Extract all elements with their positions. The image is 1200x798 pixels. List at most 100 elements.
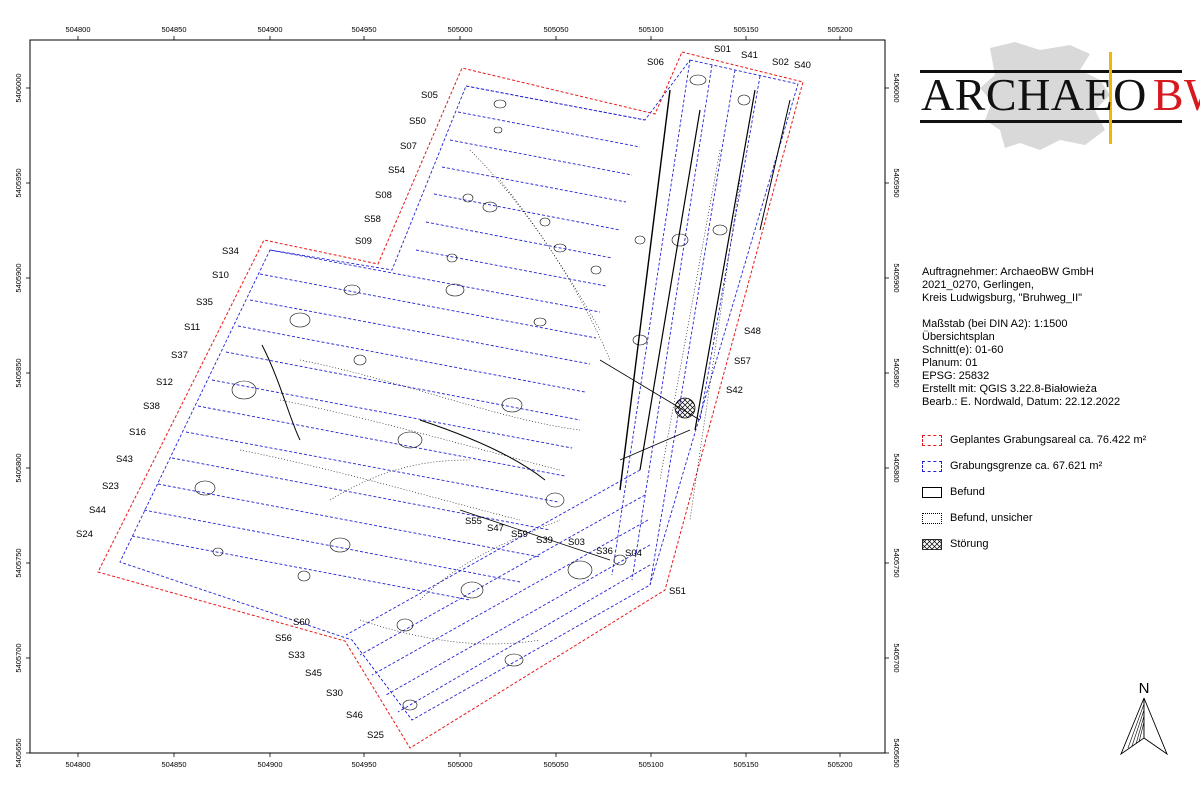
features-layer	[194, 74, 791, 711]
y-tick-left: 5405850	[14, 358, 23, 387]
x-tick-top: 504850	[161, 25, 186, 34]
info-software: Erstellt mit: QGIS 3.22.8-Białowieża	[922, 383, 1097, 395]
section-label: S46	[346, 710, 363, 721]
section-label: S51	[669, 586, 686, 597]
x-tick-bottom: 505100	[638, 760, 663, 769]
logo-rule-top	[920, 70, 1182, 73]
legend-item: Grabungsgrenze ca. 67.621 m²	[922, 458, 1102, 474]
info-sections: Schnitt(e): 01-60	[922, 344, 1004, 356]
section-label: S02	[772, 57, 789, 68]
north-arrow-icon: N	[1120, 680, 1168, 755]
x-tick-bottom: 505200	[827, 760, 852, 769]
section-label: S30	[326, 688, 343, 699]
planned-excavation-area	[97, 51, 804, 749]
section-label: S45	[305, 668, 322, 679]
x-tick-bottom: 505050	[543, 760, 568, 769]
section-label: S47	[487, 523, 504, 534]
y-tick-right: 5405700	[892, 643, 901, 672]
section-label: S23	[102, 481, 119, 492]
legend-label: Befund, unsicher	[950, 512, 1033, 524]
section-label: S25	[367, 730, 384, 741]
logo-divider	[1109, 52, 1112, 144]
info-contractor: Auftragnehmer: ArchaeoBW GmbH	[922, 266, 1094, 278]
section-label: S57	[734, 356, 751, 367]
section-label: S44	[89, 505, 106, 516]
section-label: S60	[293, 617, 310, 628]
section-label: S56	[275, 633, 292, 644]
y-tick-right: 5405900	[892, 263, 901, 292]
section-label: S35	[196, 297, 213, 308]
legend-item: Befund	[922, 484, 985, 500]
legend-item: Befund, unsicher	[922, 510, 1033, 526]
section-label: S43	[116, 454, 133, 465]
info-plan-type: Übersichtsplan	[922, 331, 995, 343]
section-label: S55	[465, 516, 482, 527]
section-label: S24	[76, 529, 93, 540]
section-label: S37	[171, 350, 188, 361]
y-tick-right: 5405750	[892, 548, 901, 577]
x-tick-top: 504950	[351, 25, 376, 34]
section-label: S59	[511, 529, 528, 540]
section-label: S07	[400, 141, 417, 152]
section-label: S04	[625, 548, 642, 559]
logo-text-archaeo: ARCHAEO	[921, 69, 1147, 120]
section-label: S11	[184, 322, 200, 333]
section-label: S36	[596, 546, 613, 557]
excavation-boundary	[119, 59, 799, 721]
legend-label: Befund	[950, 486, 985, 498]
x-tick-bottom: 504900	[257, 760, 282, 769]
legend-item: Störung	[922, 536, 989, 552]
x-tick-top: 505100	[638, 25, 663, 34]
section-label: S12	[156, 377, 173, 388]
section-label: S41	[741, 50, 758, 61]
info-project-id: 2021_0270, Gerlingen,	[922, 279, 1034, 291]
legend-symbol-disturbance	[922, 538, 942, 550]
info-district: Kreis Ludwigsburg, "Bruhweg_II"	[922, 292, 1083, 304]
section-label: S48	[744, 326, 761, 337]
section-label: S38	[143, 401, 160, 412]
logo-rule-bottom	[920, 120, 1182, 123]
x-tick-top: 504900	[257, 25, 282, 34]
x-tick-bottom: 504850	[161, 760, 186, 769]
y-tick-left: 5406000	[14, 73, 23, 102]
legend-symbol-boundary	[922, 460, 942, 472]
y-tick-left: 5405700	[14, 643, 23, 672]
x-tick-top: 505000	[447, 25, 472, 34]
section-label: S08	[375, 190, 392, 201]
section-label: S39	[536, 535, 553, 546]
map-border	[29, 39, 886, 754]
north-label: N	[1139, 680, 1150, 697]
x-tick-bottom: 504950	[351, 760, 376, 769]
section-label: S01	[714, 44, 731, 55]
x-tick-bottom: 504800	[65, 760, 90, 769]
tick-marks	[26, 36, 889, 757]
section-label: S54	[388, 165, 405, 176]
section-label: S05	[421, 90, 438, 101]
section-label: S50	[409, 116, 426, 127]
y-tick-left: 5405900	[14, 263, 23, 292]
x-tick-top: 505050	[543, 25, 568, 34]
y-tick-right: 5405800	[892, 453, 901, 482]
legend-item: Geplantes Grabungsareal ca. 76.422 m²	[922, 432, 1146, 448]
section-labels: S01 S41 S02 S40 S06 S05 S50 S07 S54 S08 …	[76, 44, 811, 741]
section-label: S09	[355, 236, 372, 247]
info-epsg: EPSG: 25832	[922, 370, 990, 382]
info-block: Auftragnehmer: ArchaeoBW GmbH 2021_0270,…	[922, 266, 1120, 409]
section-label: S16	[129, 427, 146, 438]
info-planum: Planum: 01	[922, 357, 978, 369]
x-tick-top: 505200	[827, 25, 852, 34]
y-tick-right: 5405650	[892, 738, 901, 767]
y-tick-right: 5405950	[892, 168, 901, 197]
info-author-date: Bearb.: E. Nordwald, Datum: 22.12.2022	[922, 396, 1121, 408]
x-tick-bottom: 505000	[447, 760, 472, 769]
section-label: S33	[288, 650, 305, 661]
x-tick-bottom: 505150	[733, 760, 758, 769]
legend-symbol-uncertain-feature	[922, 512, 942, 524]
y-tick-right: 5406000	[892, 73, 901, 102]
y-tick-right: 5405850	[892, 358, 901, 387]
logo-text-bw: BW	[1152, 69, 1200, 120]
legend-label: Grabungsgrenze ca. 67.621 m²	[950, 460, 1103, 472]
archaeobw-logo: ARCHAEOBW	[921, 72, 1200, 118]
section-label: S03	[568, 537, 585, 548]
